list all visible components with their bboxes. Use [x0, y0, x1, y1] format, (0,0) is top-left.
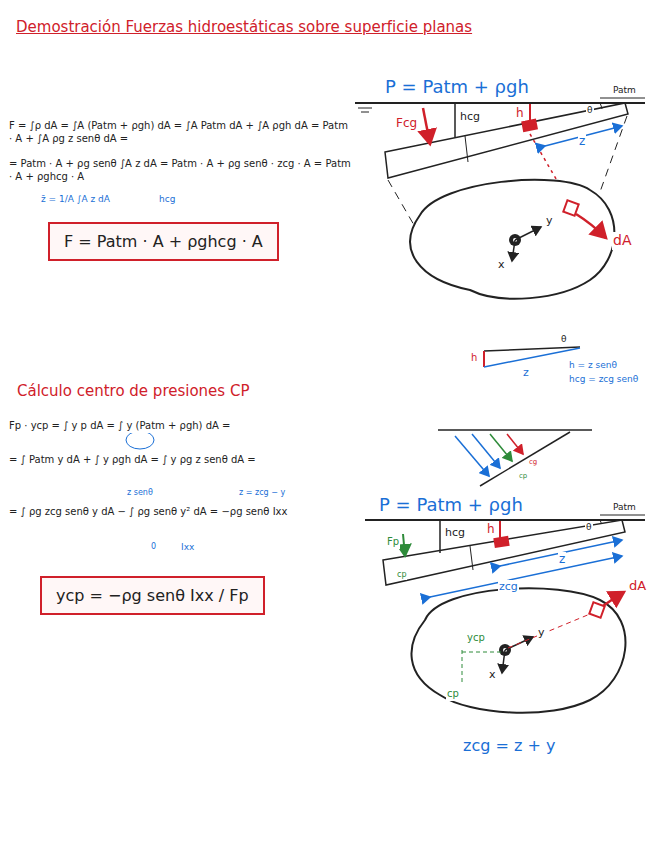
- section-heading: Cálculo centro de presiones CP: [16, 382, 250, 401]
- distance-label: zcg: [498, 580, 519, 594]
- equation-line: = ∫ Patm y dA + ∫ y ρgh dA = ∫ y ρg z se…: [8, 454, 355, 467]
- depth-label: hcg: [459, 110, 481, 124]
- distance-label: z: [558, 552, 566, 567]
- angle-label: θ: [586, 105, 594, 116]
- axis-label: y: [537, 626, 546, 640]
- pressure-formula: P = Patm + ρgh: [378, 494, 524, 517]
- formula-box: F = Patm · A + ρghcg · A: [48, 222, 279, 261]
- pressure-label: Patm: [612, 85, 637, 96]
- point-label: cp: [518, 472, 528, 481]
- formula-text: ycp = −ρg senθ Ixx / Fp: [56, 586, 249, 605]
- triangle-label: h: [470, 352, 478, 365]
- distance-label: z: [578, 134, 586, 149]
- angle-label: θ: [585, 522, 593, 533]
- angle-label: θ: [560, 334, 568, 345]
- point-label: cp: [396, 570, 407, 580]
- area-label: dA: [628, 578, 647, 594]
- axis-label: x: [497, 258, 506, 272]
- force-label: Fcg: [395, 116, 418, 131]
- equation-note: 0: [150, 542, 157, 552]
- equation-note: z = zcg − y: [238, 488, 286, 498]
- equation-note: z senθ: [126, 488, 154, 498]
- equation-line: = Patm · A + ρg senθ ∫A z dA = Patm · A …: [8, 158, 355, 183]
- pressure-formula: P = Patm + ρgh: [384, 76, 530, 99]
- equation-note: hcg: [158, 194, 176, 205]
- axis-label: x: [488, 668, 497, 682]
- area-label: dA: [612, 232, 632, 250]
- formula-box: ycp = −ρg senθ Ixx / Fp: [40, 576, 265, 615]
- force-label: Fp: [386, 536, 400, 549]
- equation-line: F = ∫ρ dA = ∫A (Patm + ρgh) dA = ∫A Patm…: [8, 120, 355, 145]
- axis-label: y: [545, 214, 554, 228]
- page-title: Demostración Fuerzas hidroestáticas sobr…: [16, 18, 472, 36]
- triangle-label: z: [522, 366, 530, 380]
- point-label: cg: [528, 458, 538, 467]
- triangle-note: hcg = zcg senθ: [568, 374, 639, 385]
- point-label: cp: [446, 688, 460, 701]
- distance-label: ycp: [466, 632, 486, 645]
- depth-label: h: [515, 106, 525, 121]
- relation-formula: zcg = z + y: [462, 736, 556, 756]
- equation-note: Ixx: [180, 542, 195, 553]
- equation-note: z̄ = 1/A ∫A z dA: [40, 194, 111, 205]
- equation-line: = ∫ ρg zcg senθ y dA − ∫ ρg senθ y² dA =…: [8, 506, 350, 519]
- depth-label: h: [486, 522, 496, 537]
- pressure-label: Patm: [612, 502, 637, 513]
- triangle-note: h = z senθ: [568, 360, 618, 371]
- formula-text: F = Patm · A + ρghcg · A: [64, 232, 263, 251]
- depth-label: hcg: [444, 526, 466, 540]
- equation-line: Fp · ycp = ∫ y p dA = ∫ y (Patm + ρgh) d…: [8, 420, 355, 433]
